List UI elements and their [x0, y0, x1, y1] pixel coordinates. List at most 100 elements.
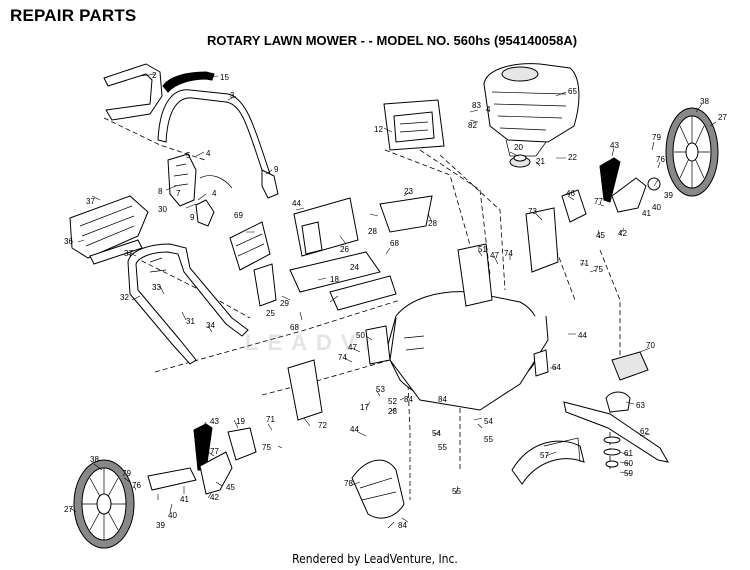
callout-28a: 28: [368, 227, 377, 236]
callout-21: 21: [536, 157, 545, 166]
callout-20: 20: [514, 143, 523, 152]
callout-84a: 84: [404, 395, 413, 404]
callout-77a: 77: [594, 197, 603, 206]
callout-37: 37: [86, 197, 95, 206]
callout-77b: 77: [210, 447, 219, 456]
air-filter-box: [383, 99, 445, 151]
callout-18: 18: [330, 275, 339, 284]
callout-60: 60: [624, 459, 633, 468]
callout-33: 33: [152, 283, 161, 292]
callout-55b: 55: [438, 443, 447, 452]
callout-44a: 44: [292, 199, 301, 208]
callout-27a: 27: [718, 113, 727, 122]
callout-31: 31: [186, 317, 195, 326]
callout-55c: 55: [452, 487, 461, 496]
callout-5: 5: [186, 151, 191, 160]
callout-39b: 39: [156, 521, 165, 530]
callout-71a: 71: [580, 259, 589, 268]
rear-wheel-left: [73, 459, 135, 549]
callout-40a: 40: [652, 203, 661, 212]
callout-4b: 4: [212, 189, 217, 198]
callout-32: 32: [120, 293, 129, 302]
height-adjuster-right: [525, 157, 661, 273]
callout-7: 7: [176, 189, 181, 198]
callout-30: 30: [158, 205, 167, 214]
callout-43a: 43: [610, 141, 619, 150]
blade-assembly: [511, 351, 669, 485]
callout-61: 61: [624, 449, 633, 458]
callout-45a: 45: [596, 231, 605, 240]
callout-27b: 27: [64, 505, 73, 514]
callout-44c: 44: [350, 425, 359, 434]
callout-68a: 68: [390, 239, 399, 248]
callout-71b: 71: [266, 415, 275, 424]
footer-credit: Rendered by LeadVenture, Inc.: [292, 552, 458, 566]
callout-53: 53: [376, 385, 385, 394]
callout-25: 25: [266, 309, 275, 318]
height-adjuster-left: [147, 423, 257, 495]
callout-84b: 84: [398, 521, 407, 530]
callout-76b: 76: [132, 481, 141, 490]
callout-9b: 9: [190, 213, 195, 222]
callout-68b: 68: [290, 323, 299, 332]
callout-9: 9: [274, 165, 279, 174]
callout-64: 64: [552, 363, 561, 372]
callout-4: 4: [206, 149, 211, 158]
callout-51: 51: [478, 245, 487, 254]
callout-37b: 37: [124, 249, 133, 258]
rear-wheel-right: [665, 107, 719, 197]
callout-12: 12: [374, 125, 383, 134]
callout-15: 15: [220, 73, 229, 82]
callout-62: 62: [640, 427, 649, 436]
callout-labels: 2 15 3 4 5 8 7 9 4 30 9 37 36 37 32 33 3…: [64, 71, 727, 530]
page-heading: REPAIR PARTS: [10, 6, 137, 25]
callout-24: 24: [350, 263, 359, 272]
bag-baffle-plate: [229, 221, 271, 271]
callout-8: 8: [158, 187, 163, 196]
callout-69: 69: [234, 211, 243, 220]
rear-door-assembly: [253, 195, 433, 311]
callout-54b: 54: [432, 429, 441, 438]
callout-29: 29: [280, 299, 289, 308]
callout-84c: 84: [438, 395, 447, 404]
callout-63: 63: [636, 401, 645, 410]
callout-59: 59: [624, 469, 633, 478]
callout-40b: 40: [168, 511, 177, 520]
callout-73: 73: [528, 207, 537, 216]
callout-34: 34: [206, 321, 215, 330]
callout-82: 82: [468, 121, 477, 130]
callout-74a: 74: [504, 249, 513, 258]
page-subtitle: ROTARY LAWN MOWER - - MODEL NO. 560hs (9…: [207, 33, 578, 48]
callout-52: 52: [388, 397, 397, 406]
callout-44b: 44: [578, 331, 587, 340]
callout-36: 36: [64, 237, 73, 246]
callout-65: 65: [568, 87, 577, 96]
engine-pulley: [509, 154, 531, 168]
engine: [483, 63, 580, 157]
upper-handle: [103, 63, 273, 183]
callout-39a: 39: [664, 191, 673, 200]
callout-3: 3: [230, 91, 235, 100]
callout-17: 17: [360, 403, 369, 412]
callout-54a: 54: [484, 417, 493, 426]
callout-41a: 41: [642, 209, 651, 218]
callout-43b: 43: [210, 417, 219, 426]
callout-42a: 42: [618, 229, 627, 238]
callout-28b: 28: [428, 219, 437, 228]
callout-45b: 45: [226, 483, 235, 492]
callout-83: 83: [472, 101, 481, 110]
callout-4c: 4: [486, 105, 491, 114]
callout-75b: 75: [262, 443, 271, 452]
callout-47b: 47: [348, 343, 357, 352]
callout-76a: 76: [656, 155, 665, 164]
callout-79b: 79: [122, 469, 131, 478]
callout-75a: 75: [594, 265, 603, 274]
mower-deck: [385, 243, 549, 411]
callout-72: 72: [318, 421, 327, 430]
callout-57: 57: [540, 451, 549, 460]
callout-2: 2: [152, 71, 157, 80]
callout-74b: 74: [338, 353, 347, 362]
lower-handle-bracket: [167, 153, 279, 227]
callout-28c: 28: [388, 407, 397, 416]
callout-55a: 55: [484, 435, 493, 444]
